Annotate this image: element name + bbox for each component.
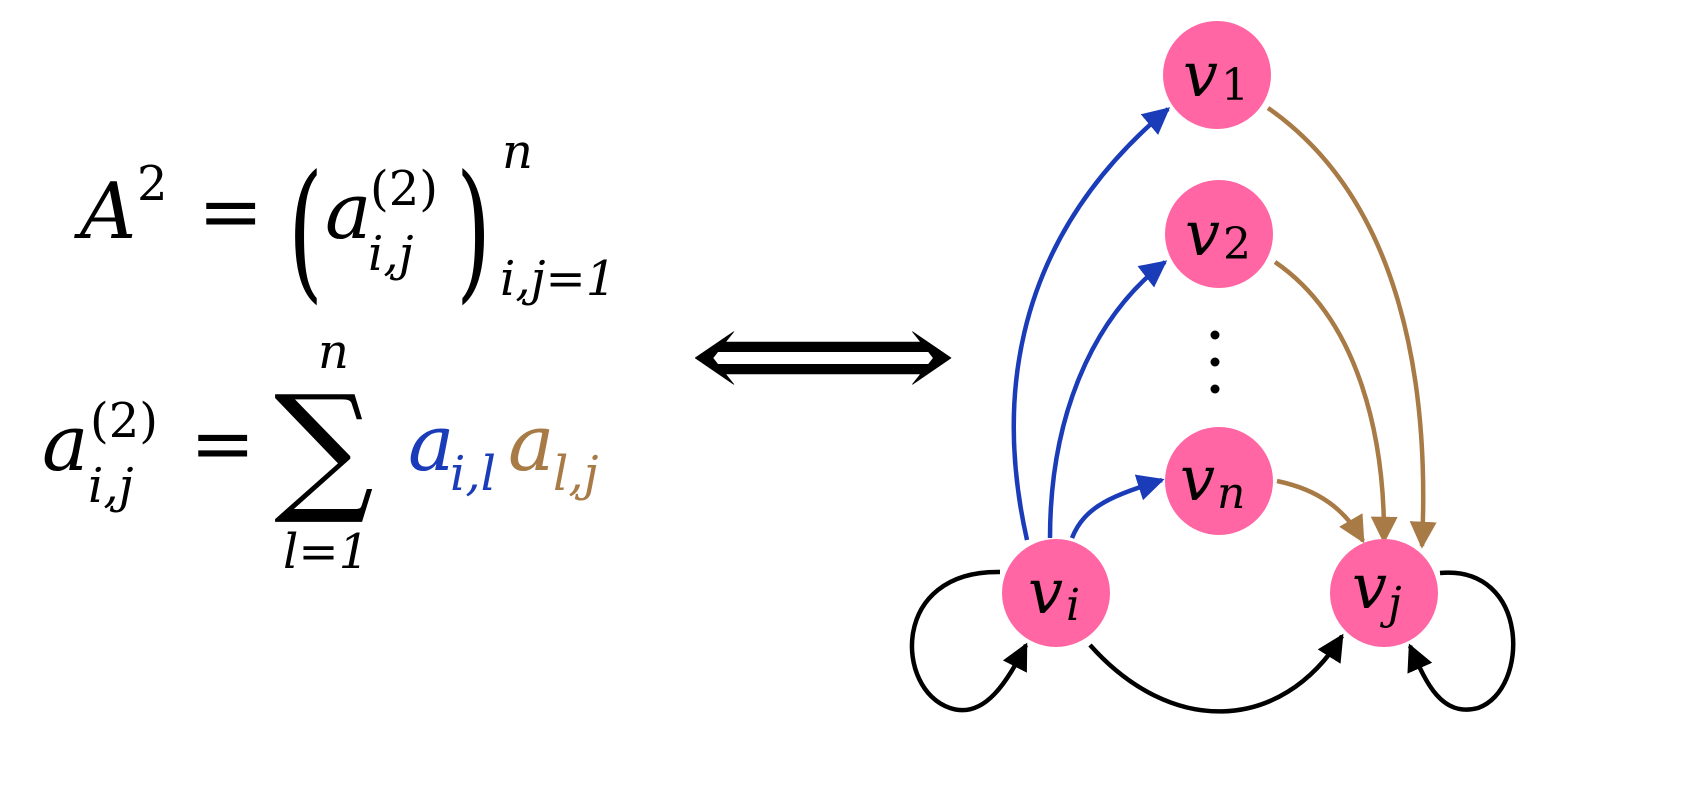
iff-symbol: ⟺ (688, 280, 958, 431)
element-base: a (325, 167, 372, 257)
svg-text:v: v (1352, 550, 1387, 623)
sum-upper-limit: n (318, 324, 349, 380)
element-superscript: (2) (370, 161, 438, 217)
node-vn: v n (1165, 427, 1273, 535)
sum-lower-limit: l=1 (283, 524, 369, 580)
svg-text:v: v (1180, 442, 1215, 515)
equation-line-1: A 2 = ( a (2) i,j ) n i,j=1 (74, 124, 616, 318)
element-subscript: i,j (368, 226, 414, 282)
term-1-base: a (408, 399, 455, 489)
self-loop-vi (909, 569, 1029, 713)
left-paren: ( (288, 144, 323, 319)
edge-v2-vj (1273, 260, 1398, 544)
svg-text:v: v (1028, 555, 1063, 628)
node-v1: v 1 (1163, 21, 1271, 129)
equation-line-2: a (2) i,j = n ∑ l=1 a i,l a l,j (42, 324, 599, 580)
svg-text:v: v (1183, 38, 1218, 111)
summation-symbol: ∑ (274, 366, 374, 529)
svg-text:v: v (1185, 197, 1220, 270)
edge-vi-v1 (1011, 107, 1171, 541)
graph-edges (909, 106, 1516, 714)
entry-subscript: i,j (88, 458, 134, 514)
edge-vi-vj (1088, 633, 1344, 714)
matrix-a: A (74, 167, 136, 257)
term-2-subscript: l,j (553, 446, 599, 502)
power-two: 2 (137, 156, 168, 212)
entry-superscript: (2) (90, 393, 158, 449)
entry-base: a (42, 399, 89, 489)
term-2-base: a (508, 399, 555, 489)
equals-sign-2: = (190, 399, 255, 489)
edge-vn-vj (1276, 478, 1365, 544)
right-paren: ) (456, 144, 491, 319)
edge-vi-v2 (1047, 260, 1168, 539)
svg-text:1: 1 (1221, 60, 1249, 111)
graph-nodes: v 1 v 2 v n v i v j (1002, 21, 1438, 647)
self-loop-vj (1407, 570, 1516, 712)
term-1-subscript: i,l (450, 446, 496, 502)
equivalence-arrow: ⟺ (688, 280, 958, 431)
outer-superscript: n (502, 124, 533, 180)
vertical-ellipsis (1210, 330, 1220, 394)
svg-text:n: n (1217, 468, 1245, 519)
node-vj: v j (1330, 539, 1438, 647)
outer-subscript: i,j=1 (500, 251, 616, 307)
svg-text:i: i (1066, 580, 1080, 631)
edge-vi-vn (1069, 474, 1165, 539)
node-v2: v 2 (1165, 180, 1273, 288)
svg-text:2: 2 (1223, 219, 1251, 270)
equals-sign-1: = (198, 167, 263, 257)
node-vi: v i (1002, 539, 1110, 647)
edge-v1-vj (1266, 106, 1437, 549)
